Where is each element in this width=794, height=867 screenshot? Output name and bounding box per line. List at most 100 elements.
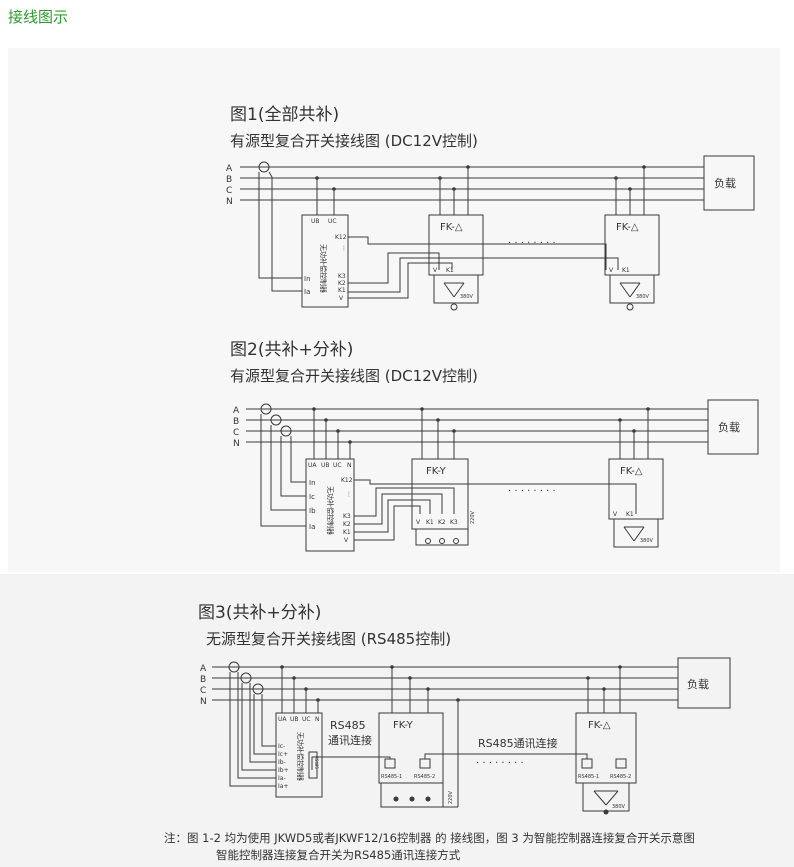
fig2-sw-b-pin-v: V xyxy=(613,511,618,518)
fig3-ctrl-ia-minus: Ia- xyxy=(278,775,286,782)
fig3-ctrl-top-uc: UC xyxy=(302,716,311,723)
fig2-sw-a-pin-k2: K2 xyxy=(438,519,446,526)
fig2-bus-label-b: B xyxy=(233,417,239,427)
fig2-ct-c xyxy=(280,425,292,437)
diagram-fig3: 图3(共补+分补) 无源型复合开关接线图 (RS485控制) A B C N 负… xyxy=(198,603,731,815)
fig3-ctrl-port: RS485 xyxy=(314,756,319,769)
fig2-title: 图2(共补+分补) xyxy=(230,340,353,360)
fig1-controller xyxy=(301,214,349,308)
fig2-ctrl-top-ub: UB xyxy=(321,462,330,469)
fig2-ctrl-ia: Ia xyxy=(309,523,315,531)
fig3-ctrl-ib-minus: Ib- xyxy=(278,759,286,766)
fig1-bus-label-b: B xyxy=(226,175,232,185)
fig3-title: 图3(共补+分补) xyxy=(198,603,321,623)
fig1-sw-b-pin-v: V xyxy=(609,267,614,274)
fig2-ctrl-text: 无功补偿控制器 xyxy=(326,486,335,535)
fig1-cap-a xyxy=(433,274,479,304)
fig2-ctrl-dots: ⋮ xyxy=(346,491,352,498)
fig3-ctrl-ib-plus: Ib+ xyxy=(278,767,289,774)
fig1-ctrl-v: V xyxy=(339,295,344,302)
fig1-ctrl-text: 无功补偿控制器 xyxy=(319,244,328,293)
fig2-ctrl-ib: Ib xyxy=(309,507,316,515)
fig1-title: 图1(全部共补) xyxy=(230,105,339,125)
fig1-sw-a-pin-k1: K1 xyxy=(446,267,454,274)
fig2-ctrl-top-uc: UC xyxy=(333,462,342,469)
fig1-cap-b xyxy=(609,274,655,304)
fig3-sw-b-port-1: RS485-1 xyxy=(578,774,599,780)
fig2-ctrl-k12: K12 xyxy=(341,477,353,484)
fig1-ctrl-k3: K3 xyxy=(338,273,346,280)
fig1-ctrl-k12: K12 xyxy=(335,234,347,241)
fig3-bus-label-a: A xyxy=(200,664,207,674)
fig3-bus-label-n: N xyxy=(200,697,207,707)
fig2-cap-a xyxy=(415,528,469,546)
fig1-bus-label-a: A xyxy=(226,164,233,174)
fig1-bus-label-n: N xyxy=(226,197,233,207)
fig1-ctrl-ia: Ia xyxy=(304,288,310,296)
figure-panel-1-2: 图1(全部共补) 有源型复合开关接线图 (DC12V控制) A B C N 负载… xyxy=(8,48,780,572)
fig2-cap-b-volt: 380V xyxy=(640,538,654,544)
fig3-comm-label-3: RS485通讯连接 xyxy=(478,737,558,750)
fig3-switch-b-label: FK-△ xyxy=(588,720,611,731)
fig2-ctrl-ic: Ic xyxy=(309,493,315,501)
fig1-load-label: 负载 xyxy=(714,176,736,190)
fig2-ctrl-k2: K2 xyxy=(343,521,351,528)
fig2-ctrl-in: In xyxy=(309,479,316,487)
fig3-ct-a xyxy=(228,661,240,673)
fig2-load-box xyxy=(707,399,759,455)
fig3-ct-c xyxy=(252,683,264,695)
fig3-ctrl-ic-plus: Ic+ xyxy=(278,751,288,758)
fig2-ctrl-k1: K1 xyxy=(343,529,351,536)
fig3-cap-a xyxy=(380,782,444,808)
fig1-ctrl-k1: K1 xyxy=(338,287,346,294)
fig1-cap-a-volt: 380V xyxy=(460,294,474,300)
fig3-ctrl-text: 无功补偿控制器 xyxy=(296,732,305,781)
fig2-bus-label-n: N xyxy=(233,439,240,449)
fig2-controller xyxy=(305,458,355,552)
note-line-2: 智能控制器连接复合开关为RS485通讯连接方式 xyxy=(216,848,461,862)
fig1-ctrl-top-uc: UC xyxy=(328,218,337,225)
fig3-ctrl-top-n: N xyxy=(315,716,320,723)
fig3-load-label: 负载 xyxy=(687,677,709,691)
fig2-cap-b xyxy=(613,518,659,548)
fig3-dots: · · · · · · · · xyxy=(476,758,524,769)
fig3-cap-a-volt: 220V xyxy=(448,790,454,804)
fig2-dots: · · · · · · · · xyxy=(508,486,556,497)
fig1-switch-a-label: FK-△ xyxy=(440,222,463,233)
fig1-ct xyxy=(258,161,270,173)
note-line-1: 注：图 1-2 均为使用 JKWD5或者JKWF12/16控制器 的 接线图，图… xyxy=(164,831,695,845)
fig2-bus-label-a: A xyxy=(233,406,240,416)
fig2-sw-b-pin-k1: K1 xyxy=(626,511,634,518)
fig3-controller xyxy=(275,712,323,798)
fig1-bus-label-c: C xyxy=(226,186,232,196)
fig2-ctrl-v: V xyxy=(344,537,349,544)
fig3-load-box xyxy=(677,657,731,709)
fig3-cap-b-volt: 380V xyxy=(612,804,626,810)
fig1-sw-a-pin-v: V xyxy=(433,267,438,274)
fig1-switch-b-label: FK-△ xyxy=(616,222,639,233)
fig2-ct-b xyxy=(270,414,282,426)
fig1-ctrl-dots: ⋮ xyxy=(341,245,347,252)
fig3-bus-label-b: B xyxy=(200,675,206,685)
fig2-sw-a-pin-v: V xyxy=(416,519,421,526)
fig1-subtitle: 有源型复合开关接线图 (DC12V控制) xyxy=(230,132,478,150)
fig3-bus-label-c: C xyxy=(200,686,206,696)
fig2-ctrl-top-ua: UA xyxy=(308,462,317,469)
page-heading: 接线图示 xyxy=(8,8,69,26)
fig1-dots: · · · · · · · · xyxy=(508,238,556,249)
fig3-ctrl-ia-plus: Ia+ xyxy=(278,783,288,790)
fig1-ctrl-in: In xyxy=(304,275,311,283)
fig3-ct-b xyxy=(240,672,252,684)
fig3-switch-a-label: FK-Y xyxy=(393,720,414,731)
fig2-sw-a-pin-k1: K1 xyxy=(426,519,434,526)
fig1-sw-b-pin-k1: K1 xyxy=(622,267,630,274)
fig3-comm-label-2: 通讯连接 xyxy=(328,734,372,747)
fig2-ctrl-top-n: N xyxy=(347,462,352,469)
fig1-ctrl-k2: K2 xyxy=(338,280,346,287)
fig3-sw-b-port-2: RS485-2 xyxy=(610,774,631,780)
fig3-ctrl-top-ua: UA xyxy=(278,716,287,723)
fig2-ct-a xyxy=(260,403,272,415)
fig2-sw-a-pin-k3: K3 xyxy=(450,519,458,526)
fig2-ctrl-k3: K3 xyxy=(343,513,351,520)
fig3-ctrl-ic-minus: Ic- xyxy=(278,743,285,750)
